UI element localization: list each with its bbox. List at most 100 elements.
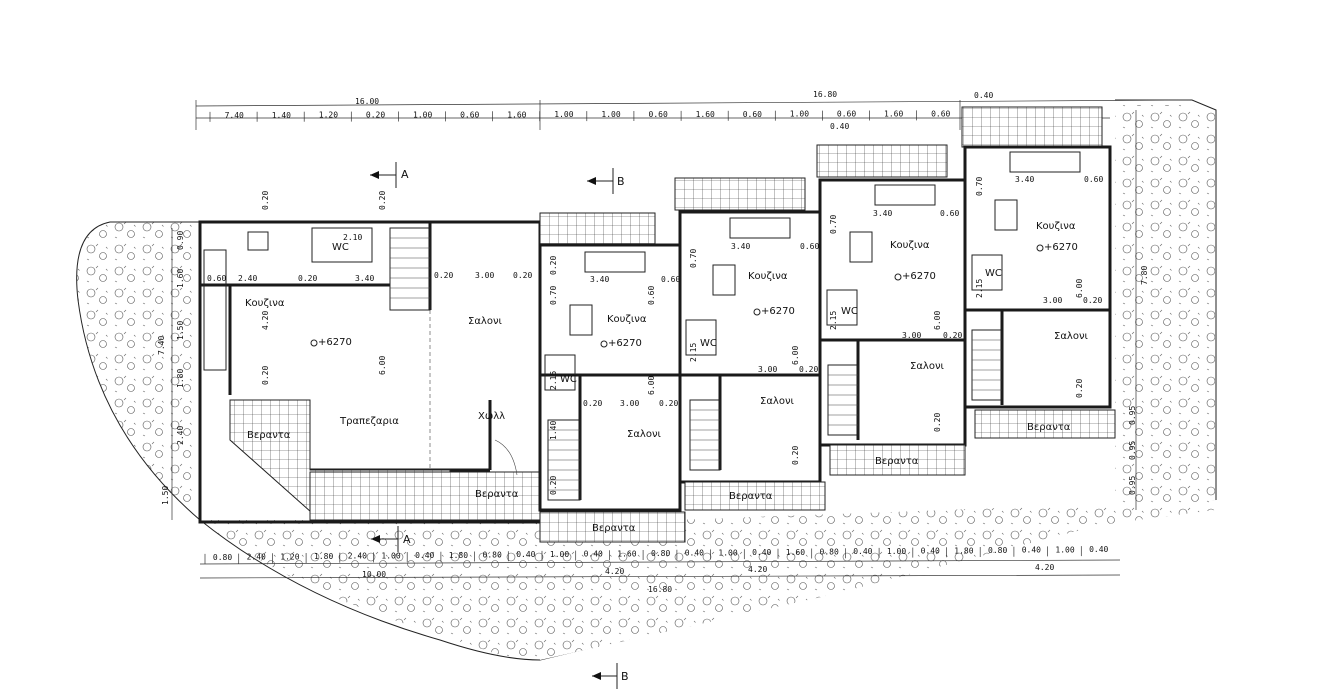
svg-text:1.60: 1.60	[176, 269, 185, 288]
section-marker-a-bottom: A	[371, 526, 411, 552]
wc-house-1	[311, 227, 373, 263]
svg-text:6.00: 6.00	[791, 346, 800, 365]
svg-text:WC: WC	[332, 242, 349, 253]
svg-text:7.40: 7.40	[157, 336, 166, 355]
dim-top-7: 1.00	[554, 110, 573, 119]
svg-text:2.15: 2.15	[689, 343, 698, 362]
dim-bottom-3: 1.80	[314, 552, 333, 561]
label-living-house-3: Σαλονι	[760, 396, 795, 407]
svg-text:0.20: 0.20	[659, 399, 678, 408]
svg-text:A: A	[403, 533, 411, 546]
dim-top-6: 1.60	[507, 110, 526, 119]
veranda-house-3	[684, 481, 826, 511]
label-living-house-2: Σαλονι	[627, 429, 662, 440]
svg-text:3.40: 3.40	[873, 209, 892, 218]
dim-top-1: 1.40	[272, 111, 291, 120]
right-side-dimensions: 0.95 0.95 0.95	[1128, 406, 1137, 495]
dim-bottom-21: 0.40	[921, 547, 940, 556]
garden-right	[1115, 105, 1215, 515]
svg-text:0.60: 0.60	[207, 274, 226, 283]
svg-text:0.60: 0.60	[940, 209, 959, 218]
dim-bottom-20: 1.00	[887, 547, 906, 556]
svg-text:0.60: 0.60	[1084, 175, 1103, 184]
svg-text:2.40: 2.40	[176, 426, 185, 445]
stair-house-5	[971, 329, 1003, 401]
dim-top-9: 0.60	[649, 110, 668, 119]
dim-bottom-5: 1.00	[381, 551, 400, 560]
svg-text:0.20: 0.20	[261, 191, 270, 210]
svg-text:0.60: 0.60	[647, 286, 656, 305]
svg-text:B: B	[621, 670, 629, 683]
section-marker-b-top: B	[587, 168, 625, 194]
dim-right-side-house-5: 7.80	[1140, 266, 1149, 285]
dim-bottom-6: 0.40	[415, 551, 434, 560]
dim-bottom-22: 1.80	[954, 546, 973, 555]
dim-bottom-0: 0.80	[213, 553, 232, 562]
svg-text:0.20: 0.20	[1083, 296, 1102, 305]
stair-house-4	[827, 364, 859, 436]
svg-text:0.20: 0.20	[298, 274, 317, 283]
svg-text:6.00: 6.00	[378, 356, 387, 375]
svg-text:6.00: 6.00	[647, 376, 656, 395]
dim-bottom-8: 0.80	[483, 551, 502, 560]
svg-text:3.00: 3.00	[1043, 296, 1062, 305]
dim-top-10: 1.60	[696, 110, 715, 119]
dim-bottom-24: 0.40	[1022, 546, 1041, 555]
svg-text:1.80: 1.80	[176, 369, 185, 388]
garden-bottom	[540, 500, 1215, 660]
label-veranda-house-5: Βεραντα	[1027, 422, 1071, 433]
svg-text:+6270: +6270	[608, 338, 642, 349]
svg-text:0.20: 0.20	[549, 476, 558, 495]
dim-mid-note: 0.40	[830, 122, 849, 131]
veranda-house-5	[974, 409, 1116, 439]
svg-text:0.90: 0.90	[176, 231, 185, 250]
dim-top-12: 1.00	[790, 110, 809, 119]
dim-top-right: 0.40	[974, 91, 993, 100]
dim-top-3: 0.20	[366, 111, 385, 120]
dim-bottom-10: 10.00	[362, 570, 386, 579]
house-1: WC Κουζινα Τραπεζαρια Σαλονι Χωλλ Βεραντ…	[198, 191, 542, 524]
dim-bottom-25: 1.00	[1055, 545, 1074, 554]
svg-text:3.00: 3.00	[475, 271, 494, 280]
veranda-house-2	[539, 511, 686, 543]
dim-bottom-9: 0.40	[516, 550, 535, 559]
veranda-house-4	[829, 444, 966, 476]
svg-text:0.70: 0.70	[549, 286, 558, 305]
svg-text:0.20: 0.20	[799, 365, 818, 374]
svg-text:0.60: 0.60	[661, 275, 680, 284]
label-living-house-5: Σαλονι	[1054, 331, 1089, 342]
svg-text:2.15: 2.15	[829, 311, 838, 330]
garden-left	[76, 222, 540, 660]
svg-text:0.20: 0.20	[791, 446, 800, 465]
label-veranda-house-3: Βεραντα	[729, 491, 773, 502]
label-hall-house-1: Χωλλ	[478, 411, 505, 422]
wc-house-4	[826, 289, 858, 326]
svg-text:3.40: 3.40	[590, 275, 609, 284]
svg-text:0.20: 0.20	[261, 366, 270, 385]
dim-bottom-15: 1.00	[718, 548, 737, 557]
svg-text:1.50: 1.50	[161, 486, 170, 505]
dim-top-11: 0.60	[743, 110, 762, 119]
dim-bottom-26: 0.40	[1089, 545, 1108, 554]
dim-bottom-misc: 16.80	[648, 585, 672, 594]
dim-bottom-12: 1.60	[617, 549, 636, 558]
dim-top-5: 0.60	[460, 110, 479, 119]
dim-top-15: 0.60	[931, 109, 950, 118]
label-veranda-house-2: Βεραντα	[592, 523, 636, 534]
label-elevation-house-1: +6270	[318, 337, 352, 348]
svg-text:0.20: 0.20	[1075, 379, 1084, 398]
house-4: WC Κουζινα Σαλονι Βεραντα +6270 3.40 0.6…	[816, 144, 967, 476]
dim-top-0: 7.40	[225, 111, 244, 120]
svg-text:3.40: 3.40	[731, 242, 750, 251]
svg-text:2.15: 2.15	[975, 279, 984, 298]
label-kitchen-house-2: Κουζινα	[607, 314, 647, 325]
dim-bottom-14: 0.40	[685, 549, 704, 558]
dim-bottom-2: 1.20	[280, 552, 299, 561]
svg-text:6.00: 6.00	[1075, 279, 1084, 298]
stair-house-3	[689, 399, 721, 471]
left-side-dimensions: 0.90 1.60 1.50 1.80 2.40 1.50 7.40	[157, 228, 185, 520]
svg-text:3.00: 3.00	[620, 399, 639, 408]
svg-text:B: B	[617, 175, 625, 188]
